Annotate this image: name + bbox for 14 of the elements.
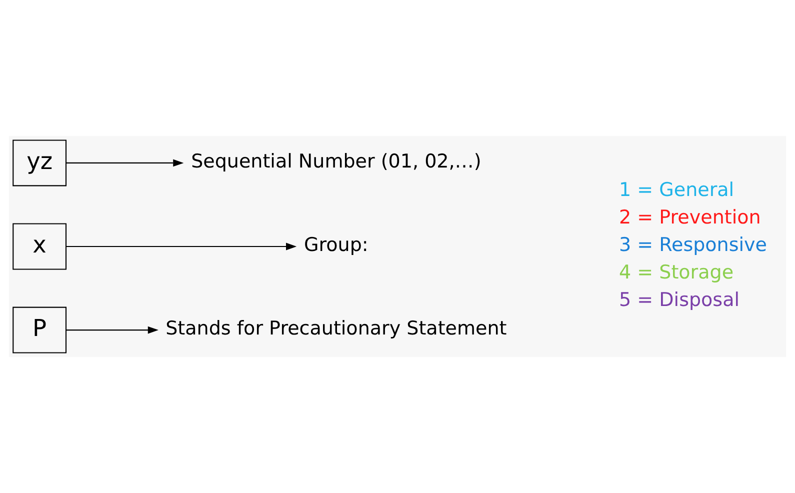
node-box: yz [12,140,67,186]
label: 4 = Storage [619,262,734,284]
arrow [66,242,297,250]
label: 1 = General [619,179,734,202]
label: 5 = Disposal [619,289,740,312]
node-text: Stands for Precautionary Statement [166,318,507,340]
node-box: x [12,223,67,270]
arrow [66,159,184,167]
node-box: P [12,306,67,354]
node-text: Group: [304,234,368,256]
label: 2 = Prevention [619,206,761,229]
arrow [66,326,158,334]
node-text: Sequential Number (01, 02,…) [191,150,482,173]
label: 3 = Responsive [619,234,768,256]
